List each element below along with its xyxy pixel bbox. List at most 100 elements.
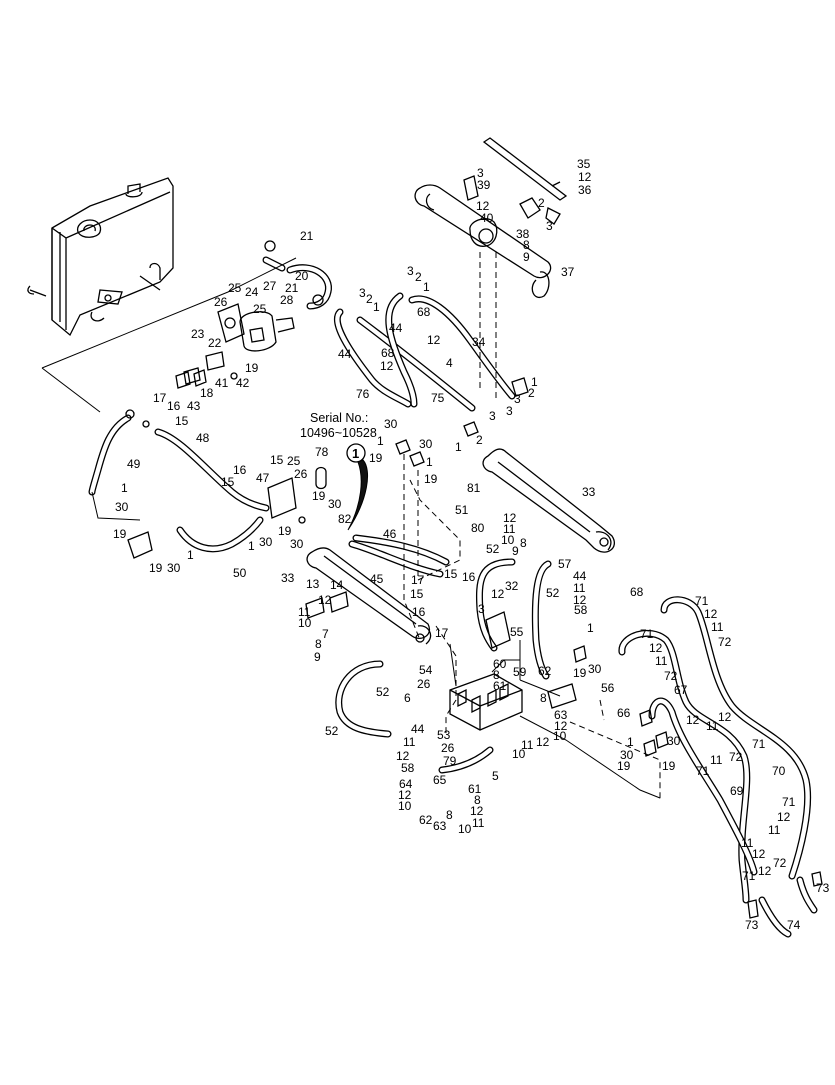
part-label: 41 bbox=[215, 376, 229, 390]
part-label: 42 bbox=[236, 376, 250, 390]
part-label: 37 bbox=[561, 265, 575, 279]
hydraulic-pump bbox=[183, 303, 295, 385]
control-valve bbox=[449, 640, 561, 731]
part-label: 59 bbox=[513, 665, 527, 679]
flow-reference-lines bbox=[41, 252, 661, 800]
part-label: 1 bbox=[587, 621, 594, 635]
part-label: 44 bbox=[411, 722, 425, 736]
part-label: 19 bbox=[245, 361, 259, 375]
part-label: 12 bbox=[573, 593, 587, 607]
part-label: 39 bbox=[477, 178, 491, 192]
part-label: 8 bbox=[520, 536, 527, 550]
part-label: 11 bbox=[706, 719, 719, 733]
part-label: 23 bbox=[191, 327, 205, 341]
part-label: 61 bbox=[468, 782, 482, 796]
part-label: 61 bbox=[493, 679, 507, 693]
part-label: 6 bbox=[404, 691, 411, 705]
part-label: 10 bbox=[553, 729, 567, 743]
part-label: 15 bbox=[221, 475, 235, 489]
part-label: 80 bbox=[471, 521, 485, 535]
part-label: 19 bbox=[617, 759, 631, 773]
part-label: 67 bbox=[674, 683, 688, 697]
part-label: 11 bbox=[403, 735, 416, 749]
callout-number: 1 bbox=[352, 446, 359, 461]
part-label: 8 bbox=[474, 793, 481, 807]
part-label: 1 bbox=[455, 440, 462, 454]
part-label: 15 bbox=[444, 567, 458, 581]
part-label: 71 bbox=[752, 737, 766, 751]
part-label: 30 bbox=[384, 417, 398, 431]
part-label: 34 bbox=[472, 335, 486, 349]
part-label: 20 bbox=[295, 269, 309, 283]
part-label: 11 bbox=[503, 522, 516, 536]
part-label: 30 bbox=[328, 497, 342, 511]
part-label: 19 bbox=[312, 489, 326, 503]
part-label: 45 bbox=[370, 572, 384, 586]
part-label: 14 bbox=[330, 578, 344, 592]
part-label: 19 bbox=[424, 472, 438, 486]
part-label: 5 bbox=[492, 769, 499, 783]
part-label: 17 bbox=[153, 391, 167, 405]
part-label: 25 bbox=[228, 281, 242, 295]
part-label: 15 bbox=[410, 587, 424, 601]
part-label: 1 bbox=[423, 280, 430, 294]
part-label: 10 bbox=[501, 533, 515, 547]
part-label: 12 bbox=[777, 810, 791, 824]
part-label: 12 bbox=[686, 713, 700, 727]
part-label: 1 bbox=[531, 375, 538, 389]
part-label: 11 bbox=[710, 753, 723, 767]
part-label: 12 bbox=[704, 607, 718, 621]
part-label: 44 bbox=[573, 569, 587, 583]
part-label: 64 bbox=[399, 777, 413, 791]
part-label: 48 bbox=[196, 431, 210, 445]
part-label: 58 bbox=[574, 603, 588, 617]
part-label: 3 bbox=[407, 264, 414, 278]
lift-cylinders bbox=[306, 448, 615, 645]
part-label: 12 bbox=[578, 170, 592, 184]
part-label: 27 bbox=[263, 279, 277, 293]
fittings bbox=[125, 240, 823, 919]
part-label: 4 bbox=[446, 356, 453, 370]
part-label: 15 bbox=[175, 414, 189, 428]
part-label: 71 bbox=[695, 594, 709, 608]
part-label: 3 bbox=[489, 409, 496, 423]
part-label: 12 bbox=[380, 359, 394, 373]
part-label: 26 bbox=[417, 677, 431, 691]
part-label: 36 bbox=[578, 183, 592, 197]
part-label: 1 bbox=[121, 481, 128, 495]
part-label: 12 bbox=[649, 641, 663, 655]
part-label: 72 bbox=[729, 750, 743, 764]
serial-label: Serial No.: bbox=[310, 411, 368, 425]
part-label: 52 bbox=[325, 724, 339, 738]
part-label: 52 bbox=[376, 685, 390, 699]
part-label: 22 bbox=[208, 336, 222, 350]
part-label: 19 bbox=[113, 527, 127, 541]
part-label: 30 bbox=[620, 748, 634, 762]
part-label: 12 bbox=[427, 333, 441, 347]
part-label: 63 bbox=[433, 819, 447, 833]
part-label: 35 bbox=[577, 157, 591, 171]
part-label: 25 bbox=[287, 454, 301, 468]
hose-set bbox=[88, 256, 818, 938]
part-label: 30 bbox=[667, 734, 681, 748]
part-label: 44 bbox=[389, 321, 403, 335]
part-label: 50 bbox=[233, 566, 247, 580]
part-label: 30 bbox=[167, 561, 181, 575]
part-label: 26 bbox=[294, 467, 308, 481]
part-label: 9 bbox=[314, 650, 321, 664]
part-label: 30 bbox=[419, 437, 433, 451]
part-label: 10 bbox=[512, 747, 526, 761]
part-label: 19 bbox=[369, 451, 383, 465]
part-label: 8 bbox=[446, 808, 453, 822]
part-label: 62 bbox=[538, 664, 552, 678]
part-label: 12 bbox=[536, 735, 550, 749]
part-label: 73 bbox=[816, 881, 830, 895]
part-label: 11 bbox=[298, 605, 311, 619]
callout-circle bbox=[346, 443, 366, 463]
part-label: 12 bbox=[470, 804, 484, 818]
part-label: 33 bbox=[582, 485, 596, 499]
callout-pointer bbox=[347, 459, 369, 531]
top-cylinder-assembly bbox=[414, 137, 568, 299]
part-label: 30 bbox=[115, 500, 129, 514]
